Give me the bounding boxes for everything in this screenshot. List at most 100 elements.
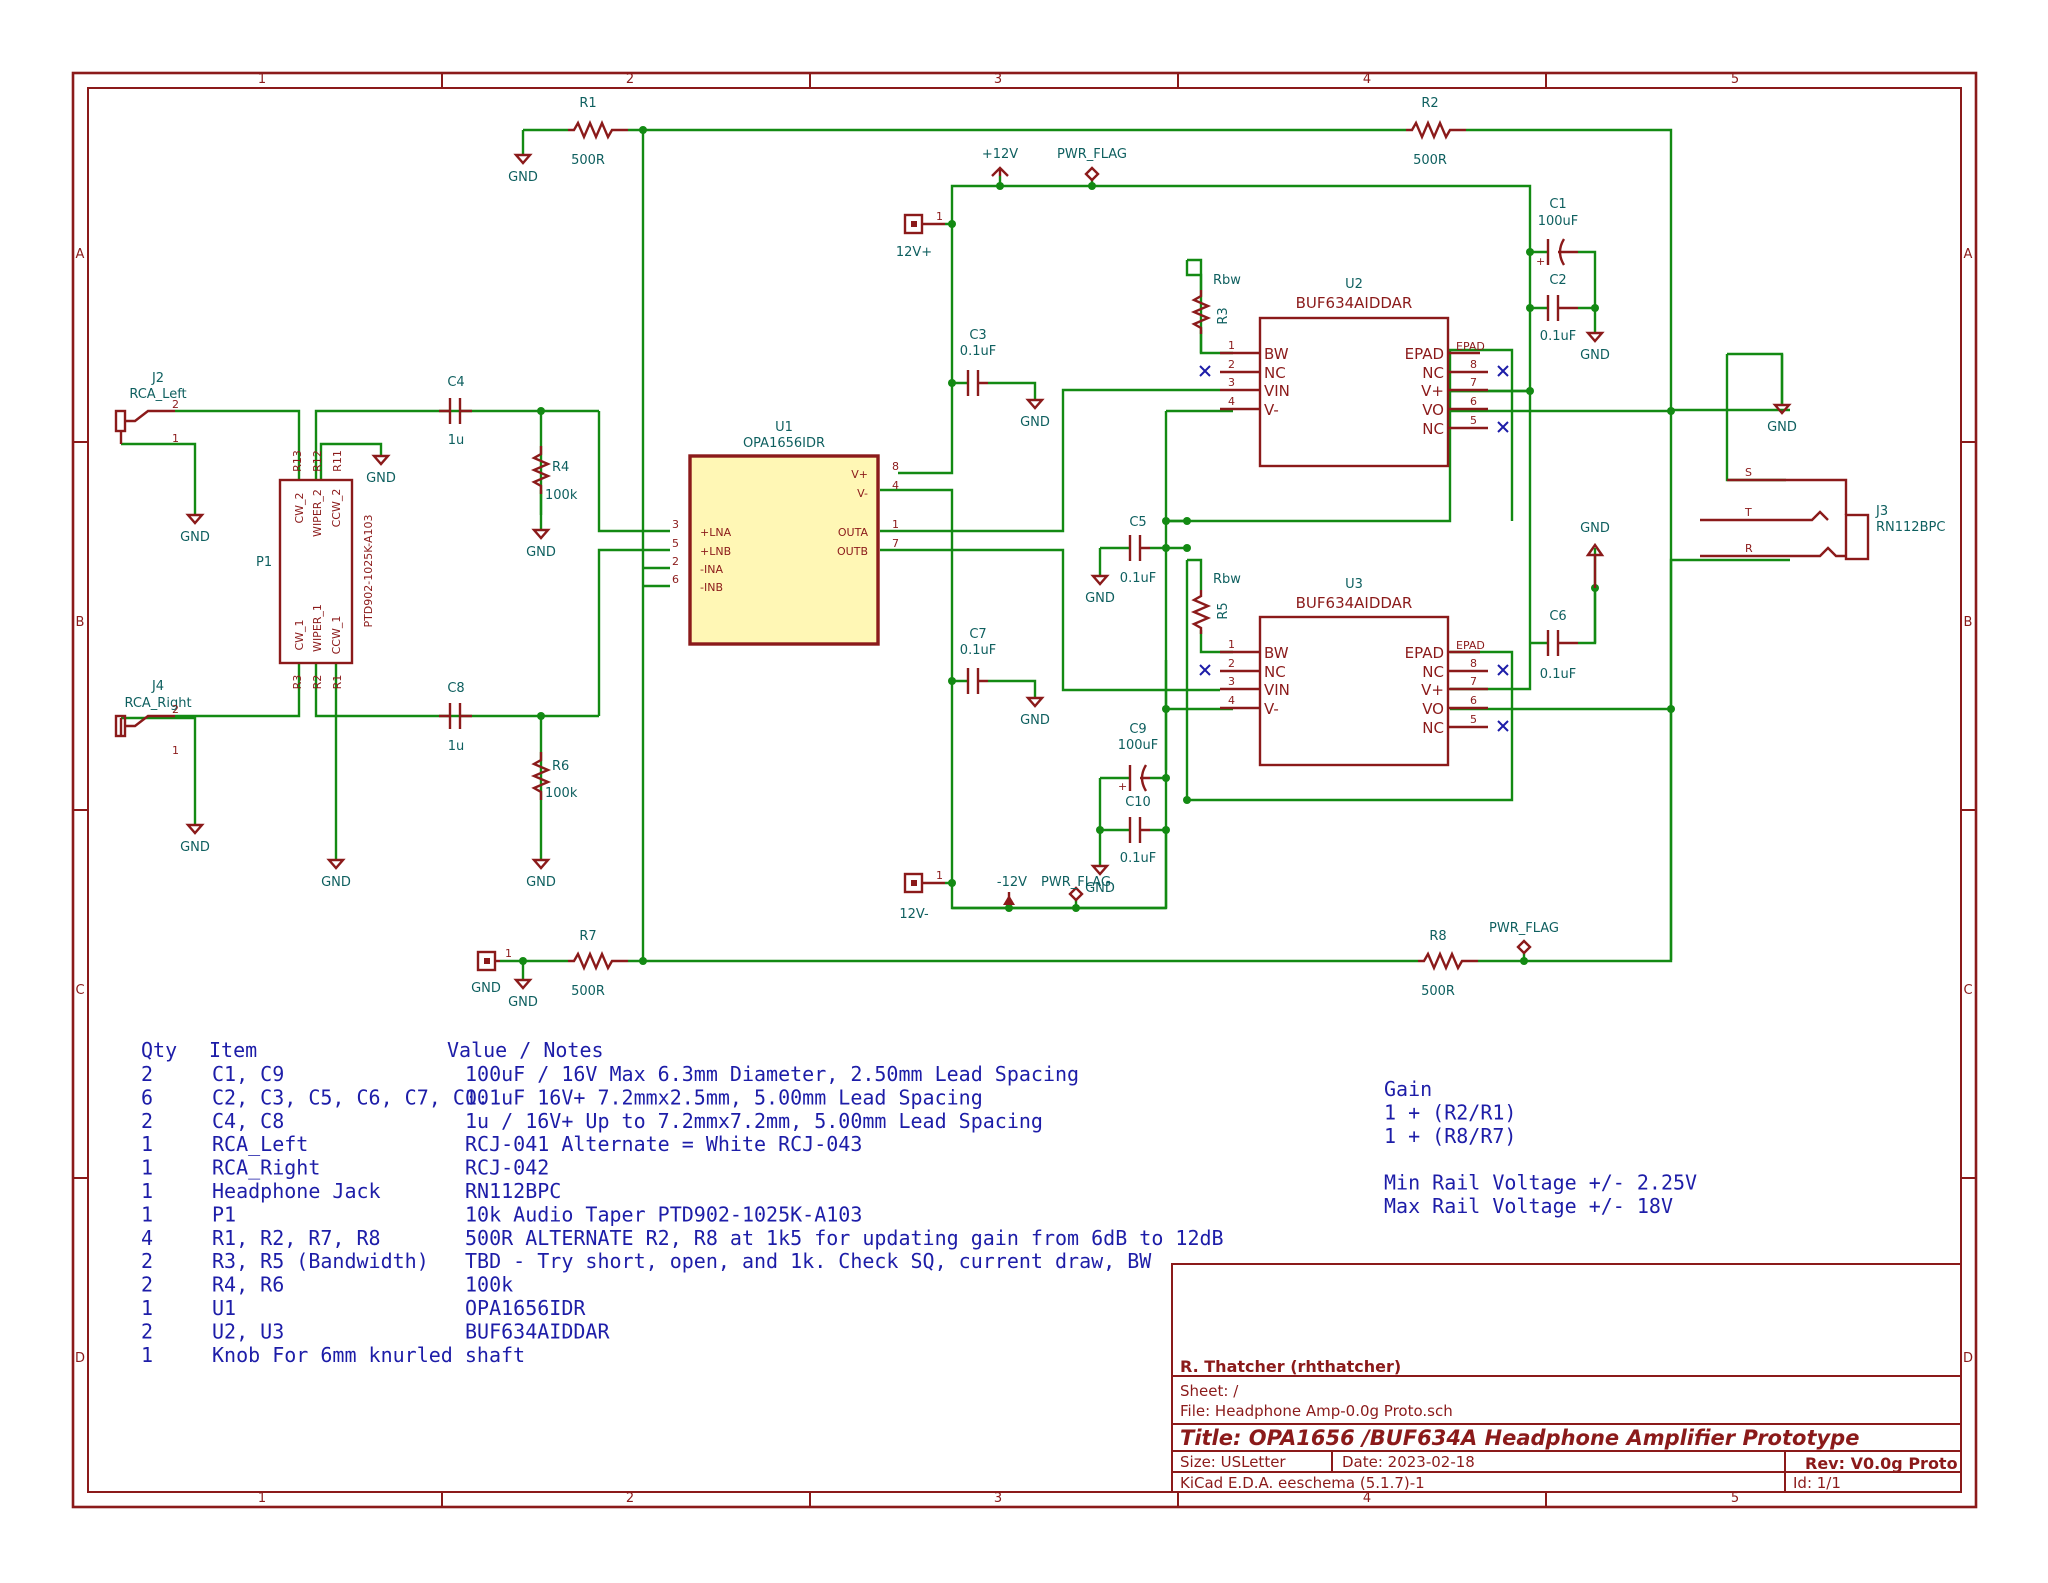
- resistor-r8[interactable]: R8 500R: [1418, 929, 1478, 999]
- u3-value: BUF634AIDDAR: [1296, 594, 1413, 612]
- ic-u3[interactable]: U3 BUF634AIDDAR BW NC VIN V- 1 2 3 4 EPA…: [1199, 577, 1509, 767]
- bom-qty: 2: [141, 1249, 153, 1273]
- bom-qty: 1: [141, 1343, 153, 1367]
- capacitor-c1[interactable]: + C1 100uF: [1536, 197, 1578, 268]
- capacitor-c3[interactable]: C3 0.1uF: [960, 328, 996, 396]
- conn-gnd-pin: 1: [505, 947, 512, 960]
- p1-label-wiper2: WIPER_2: [311, 489, 324, 537]
- c1-value: 100uF: [1538, 214, 1579, 229]
- capacitor-c4[interactable]: C4 1u: [439, 375, 472, 448]
- capacitor-c9[interactable]: + C9 100uF: [1118, 722, 1159, 793]
- gain-note-line: Max Rail Voltage +/- 18V: [1384, 1194, 1673, 1218]
- resistor-r5[interactable]: Rbw R5: [1190, 572, 1241, 634]
- border-col-label: 3: [994, 1491, 1002, 1506]
- capacitor-c6[interactable]: C6 0.1uF: [1540, 609, 1578, 682]
- capacitor-c2[interactable]: C2 0.1uF: [1540, 273, 1578, 344]
- conn-12vp[interactable]: 1 12V+: [896, 210, 945, 260]
- gnd-label: GND: [526, 545, 556, 560]
- m12v-label: -12V: [997, 875, 1027, 890]
- bom-qty: 1: [141, 1296, 153, 1320]
- gnd-label: GND: [1085, 881, 1115, 896]
- c4-value: 1u: [448, 433, 465, 448]
- title-block: R. Thatcher (rhthatcher) Sheet: / File: …: [1171, 1263, 1962, 1493]
- tb-title: Title: OPA1656 /BUF634A Headphone Amplif…: [1180, 1426, 1859, 1450]
- headphone-jack-j3[interactable]: J3 RN112BPC S T R: [1700, 466, 1945, 561]
- resistor-r3[interactable]: Rbw R3: [1190, 273, 1241, 334]
- resistor-r6[interactable]: R6 100k: [530, 752, 578, 801]
- bom-item: R3, R5 (Bandwidth): [212, 1249, 429, 1273]
- u2-pin-bw: BW: [1264, 345, 1289, 363]
- bom-item: R4, R6: [212, 1273, 284, 1297]
- r6-ref: R6: [552, 759, 569, 774]
- u1-pinnum-2: 2: [672, 555, 679, 568]
- border-col-label: 1: [258, 72, 266, 87]
- border-col-label: 4: [1363, 1491, 1371, 1506]
- resistor-r7[interactable]: R7 500R: [568, 929, 628, 999]
- u1-pin-mina: -INA: [700, 563, 723, 576]
- p1-pin-r12: R12: [311, 450, 324, 472]
- gnd-label: GND: [321, 875, 351, 890]
- u1-pinnum-5: 5: [672, 537, 679, 550]
- resistor-r2[interactable]: R2 500R: [1406, 96, 1466, 168]
- gnd-label: GND: [508, 995, 538, 1010]
- conn-12vm[interactable]: 1 12V-: [899, 869, 945, 922]
- r7-ref: R7: [579, 929, 596, 944]
- capacitor-c10[interactable]: C10 0.1uF: [1120, 795, 1156, 866]
- j4-ref: J4: [151, 679, 164, 694]
- u3-pinnum-4: 4: [1228, 694, 1235, 707]
- conn-12vp-pin: 1: [936, 210, 943, 223]
- r6-value: 100k: [545, 786, 578, 801]
- border-col-label: 2: [626, 1491, 634, 1506]
- resistor-r1[interactable]: R1 500R: [568, 96, 628, 168]
- p1-label-ccw2: CCW_2: [330, 489, 343, 528]
- pwr-flag-2: PWR_FLAG: [1041, 875, 1111, 902]
- bom-value: 100k: [465, 1273, 513, 1297]
- bom-value: RN112BPC: [465, 1179, 561, 1203]
- p1-label-cw2: CW_2: [293, 492, 306, 523]
- gain-note-line: Gain: [1384, 1077, 1432, 1101]
- capacitor-c5[interactable]: C5 0.1uF: [1120, 515, 1156, 586]
- p1-pin-r3: R3: [291, 675, 304, 690]
- bom-value: 100uF / 16V Max 6.3mm Diameter, 2.50mm L…: [465, 1062, 1079, 1086]
- power-m12v: -12V: [997, 875, 1027, 905]
- ic-u1[interactable]: U1 OPA1656IDR +LNA +LNB -INA -INB 3 5 2 …: [672, 420, 899, 646]
- j2-pin1: 1: [172, 432, 179, 445]
- gnd-up-c6: GND: [1580, 521, 1610, 588]
- bom-value: RCJ-042: [465, 1156, 549, 1180]
- c4-ref: C4: [447, 375, 464, 390]
- c8-value: 1u: [448, 739, 465, 754]
- bom-qty: 2: [141, 1062, 153, 1086]
- r5-value: Rbw: [1213, 572, 1241, 587]
- u2-pin-epad: EPAD: [1405, 345, 1444, 363]
- border-col-label: 1: [258, 1491, 266, 1506]
- conn-gnd[interactable]: 1 GND: [471, 947, 512, 996]
- r3-value: Rbw: [1213, 273, 1241, 288]
- j3-pin-t: T: [1744, 506, 1752, 519]
- capacitor-c7[interactable]: C7 0.1uF: [960, 627, 996, 694]
- u3-pin-epad: EPAD: [1405, 644, 1444, 662]
- bom-header-value: Value / Notes: [447, 1038, 604, 1062]
- pwr-flag-2-label: PWR_FLAG: [1041, 875, 1111, 890]
- gnd-label: GND: [180, 840, 210, 855]
- border-row-label: C: [1963, 983, 1972, 998]
- u3-pin-nc2: NC: [1422, 663, 1444, 681]
- u2-pin-vin: VIN: [1264, 382, 1290, 400]
- u2-pin-nc3: NC: [1422, 420, 1444, 438]
- gnd-label: GND: [1580, 348, 1610, 363]
- j2-ref: J2: [151, 371, 164, 386]
- connector-j4[interactable]: J4 RCA_Right 2 1: [114, 679, 192, 757]
- potentiometer-p1[interactable]: P1 PTD902-1025K-A103 R13 R12 R11 R3 R2 R…: [256, 450, 375, 689]
- bom-qty: 1: [141, 1179, 153, 1203]
- tb-sheet: Sheet: /: [1180, 1382, 1239, 1400]
- resistor-r4[interactable]: R4 100k: [530, 446, 578, 503]
- conn-12vp-label: 12V+: [896, 245, 932, 260]
- capacitor-c8[interactable]: C8 1u: [439, 681, 472, 754]
- bom-qty: 1: [141, 1156, 153, 1180]
- conn-12vm-label: 12V-: [899, 907, 929, 922]
- u2-pin-nc2: NC: [1422, 364, 1444, 382]
- u1-pinnum-8: 8: [892, 460, 899, 473]
- ic-u2[interactable]: U2 BUF634AIDDAR BW NC VIN V- 1 2 3 4 EPA…: [1199, 277, 1509, 468]
- connector-j2[interactable]: J2 RCA_Left 2 1: [114, 371, 187, 445]
